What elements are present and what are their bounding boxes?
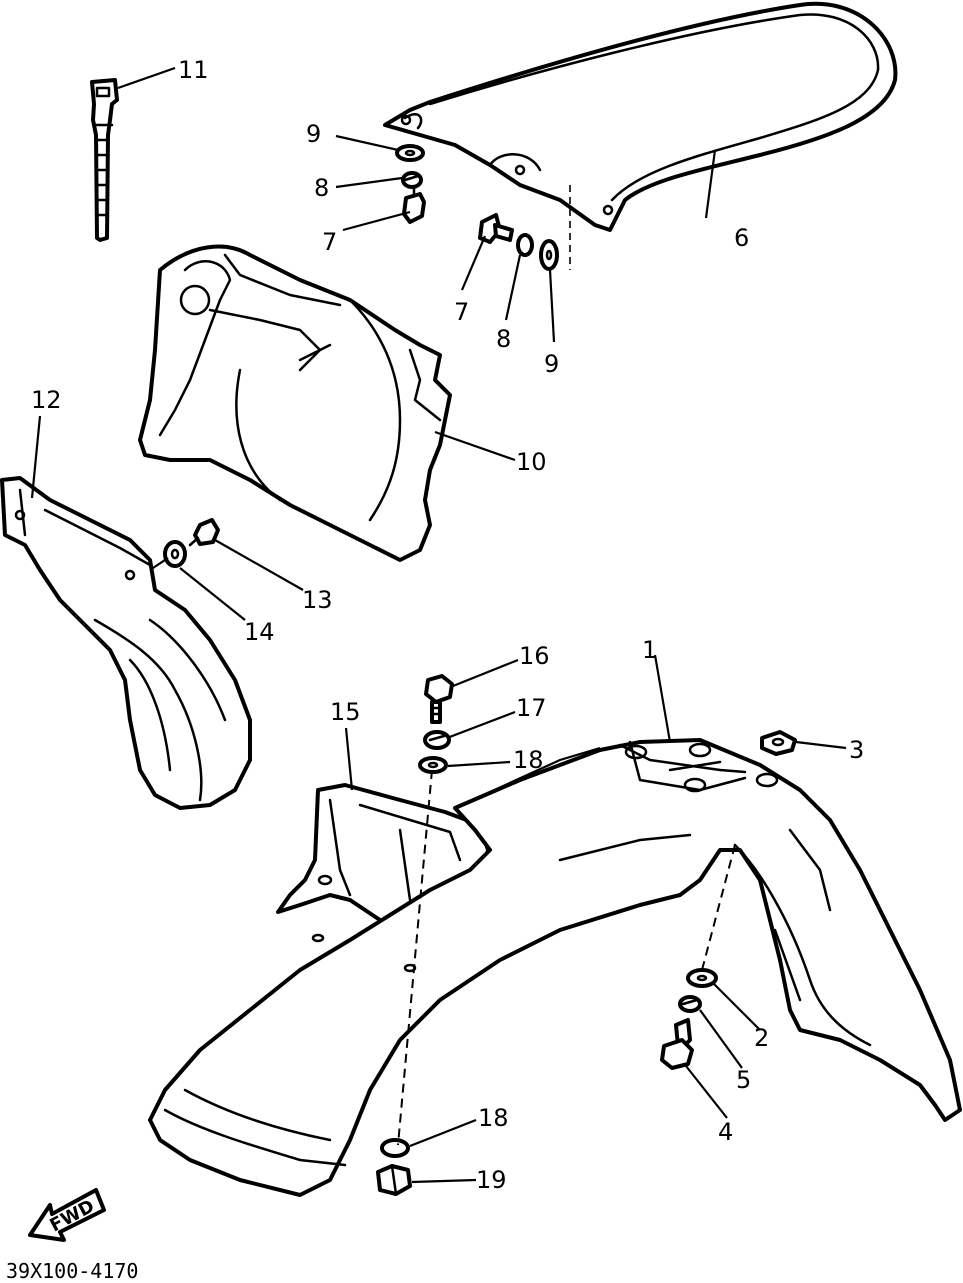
forward-direction-arrow: FWD: [28, 1188, 106, 1242]
callout-2: 2: [754, 1024, 769, 1052]
chain-guard-part-12: [0, 476, 252, 810]
cable-tie-part-11: [90, 78, 119, 242]
callout-16: 16: [519, 642, 550, 670]
callout-8-left: 8: [314, 174, 329, 202]
washer-part-9a: [395, 144, 425, 162]
callout-1: 1: [642, 636, 657, 664]
washer-part-2: [686, 968, 718, 988]
bolt-part-13: [188, 518, 220, 547]
fender-part-1: [148, 738, 962, 1197]
callout-6: 6: [734, 224, 749, 252]
lock-washer-part-17: [423, 730, 451, 750]
bolt-part-16: [424, 674, 454, 724]
bolt-part-4: [660, 1018, 694, 1070]
callout-8-right: 8: [496, 325, 511, 353]
callout-7-left: 7: [322, 228, 337, 256]
callout-18-lower: 18: [478, 1104, 509, 1132]
drawing-code: 39X100-4170: [6, 1259, 138, 1283]
washer-part-14: [163, 540, 187, 568]
bolt-part-7b: [478, 213, 514, 244]
assembly-line-2: [701, 844, 736, 971]
callout-5: 5: [736, 1066, 751, 1094]
callout-19: 19: [476, 1166, 507, 1194]
nut-part-19: [376, 1164, 412, 1196]
callout-labels: 11 9 8 7 6 7 8 9 12 10 13 14 16 1 15 17 …: [31, 56, 864, 1194]
leader-lines: [30, 66, 847, 1184]
lock-washer-part-5: [678, 995, 702, 1013]
washer-part-18b: [380, 1138, 410, 1158]
callout-3: 3: [849, 736, 864, 764]
callout-14: 14: [244, 618, 275, 646]
assembly-line-18-19: [397, 769, 433, 1146]
callout-18-upper: 18: [513, 746, 544, 774]
callout-15: 15: [330, 698, 361, 726]
callout-9-right: 9: [544, 350, 559, 378]
rear-fender-part-6: [383, 1, 898, 270]
callout-7-right: 7: [454, 298, 469, 326]
callout-12: 12: [31, 386, 62, 414]
inner-cover-part-10: [138, 244, 452, 562]
lock-washer-part-8a: [401, 171, 423, 189]
callout-13: 13: [302, 586, 333, 614]
washer-part-18a: [418, 756, 448, 774]
lock-washer-part-8b: [516, 233, 534, 257]
callout-17: 17: [516, 694, 547, 722]
callout-11: 11: [178, 56, 209, 84]
callout-9-left: 9: [306, 120, 321, 148]
callout-4: 4: [718, 1118, 733, 1146]
callout-10: 10: [516, 448, 547, 476]
bolt-part-7a: [402, 184, 426, 224]
washer-part-9b: [539, 239, 559, 271]
nut-part-3: [760, 730, 797, 756]
